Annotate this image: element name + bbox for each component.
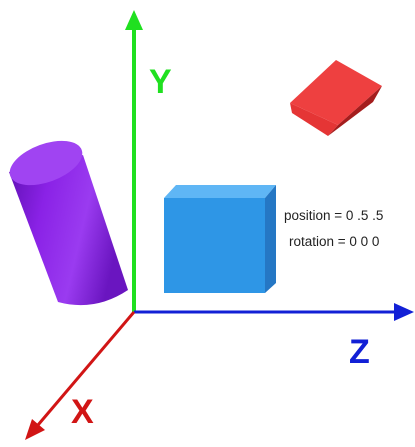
cube-top-face	[290, 60, 382, 125]
position-caption: position = 0 .5 .5	[284, 208, 383, 223]
x-axis-label: X	[71, 393, 94, 431]
y-axis-label: Y	[149, 63, 172, 101]
cylinder-body	[9, 155, 128, 306]
red-cube	[290, 60, 382, 136]
z-axis	[134, 303, 414, 321]
x-axis	[25, 311, 136, 440]
box-side-face	[265, 185, 276, 293]
cube-left-face	[290, 103, 338, 136]
x-axis-arrowhead	[25, 419, 45, 440]
box-front-face	[164, 198, 265, 293]
purple-cylinder	[9, 140, 128, 306]
blue-box	[164, 185, 276, 293]
box-top-face	[164, 185, 276, 198]
z-axis-arrowhead	[394, 303, 414, 321]
y-axis-arrowhead	[125, 10, 143, 30]
cylinder-top	[9, 140, 83, 186]
cube-right-face	[328, 86, 382, 136]
y-axis	[125, 10, 143, 312]
rotation-caption: rotation = 0 0 0	[289, 234, 379, 249]
z-axis-label: Z	[349, 333, 370, 371]
